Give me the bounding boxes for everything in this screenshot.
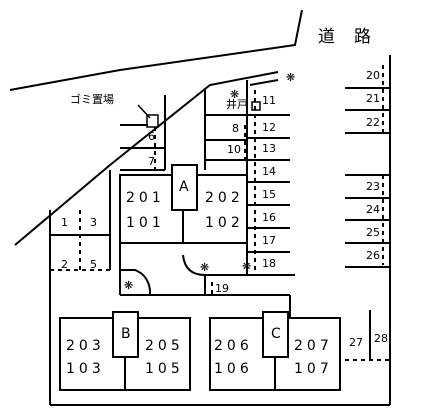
parking-block-right (345, 65, 390, 267)
road-label: 道 路 (318, 27, 372, 47)
parking-slot-26: 26 (366, 249, 380, 262)
building-c-id: C (271, 326, 281, 342)
parking-slot-25: 25 (366, 226, 380, 239)
room-201: 201 (126, 190, 165, 206)
parking-slot-15: 15 (262, 188, 276, 201)
parking-slot-18: 18 (262, 257, 276, 270)
road-edges (10, 10, 302, 245)
parking-slot-23: 23 (366, 180, 380, 193)
parking-slot-2: 2 (61, 258, 68, 271)
room-106: 106 (214, 361, 253, 377)
tree-icon: ❋ (230, 88, 239, 101)
parking-slot-10: 10 (227, 143, 241, 156)
parking-block-center (205, 80, 295, 295)
parking-slot-8: 8 (232, 122, 239, 135)
building-b-label-box (113, 312, 138, 357)
tree-icon: ❋ (242, 260, 251, 273)
parking-slot-21: 21 (366, 92, 380, 105)
road-edge-north (10, 10, 302, 90)
well (252, 102, 260, 110)
parking-block-6-7 (120, 125, 165, 170)
parking-slot-6: 6 (148, 130, 155, 143)
parking-slot-5: 5 (90, 258, 97, 271)
parking-divider (250, 80, 278, 85)
parking-slot-24: 24 (366, 203, 380, 216)
room-107: 107 (294, 361, 333, 377)
building-c-label-box (263, 312, 288, 357)
parking-slot-11: 11 (262, 94, 276, 107)
building-b (60, 312, 190, 390)
parking-slot-27: 27 (349, 336, 363, 349)
building-b-id: B (121, 326, 131, 342)
parking-slot-13: 13 (262, 142, 276, 155)
garbage-area-label: ゴミ置場 (70, 92, 114, 106)
courtyard-arc (120, 270, 150, 295)
parking-block-27-28 (345, 310, 390, 360)
building-a-label-box (172, 165, 197, 210)
garbage-area (147, 115, 158, 127)
parking-block-left (50, 170, 110, 270)
parking-numbers: 1 2 3 5 6 7 8 10 11 12 13 14 15 16 17 18… (61, 69, 388, 349)
room-101: 101 (126, 215, 165, 231)
garbage-pointer (138, 105, 150, 118)
room-102: 102 (205, 215, 244, 231)
boundary-lines (50, 55, 390, 405)
room-206: 206 (214, 338, 253, 354)
road-edge-diagonal (15, 72, 278, 245)
trees: ❋ ❋ ❋ ❋ ❋ (124, 71, 295, 292)
tree-icon: ❋ (200, 261, 209, 274)
building-a-id: A (179, 179, 189, 195)
parking-slot-16: 16 (262, 211, 276, 224)
room-203: 203 (66, 338, 105, 354)
parking-slot-3: 3 (90, 216, 97, 229)
room-103: 103 (66, 361, 105, 377)
room-202: 202 (205, 190, 244, 206)
parking-slot-20: 20 (366, 69, 380, 82)
parking-slot-14: 14 (262, 165, 276, 178)
room-207: 207 (294, 338, 333, 354)
parking-slot-22: 22 (366, 116, 380, 129)
room-205: 205 (145, 338, 184, 354)
building-c (205, 295, 340, 390)
parking-slot-17: 17 (262, 234, 276, 247)
tree-icon: ❋ (124, 279, 133, 292)
well-label: 井戸 (226, 97, 248, 111)
parking-slot-7: 7 (148, 155, 155, 168)
parking-slot-19: 19 (215, 282, 229, 295)
parking-slot-28: 28 (374, 332, 388, 345)
parking-slot-12: 12 (262, 121, 276, 134)
courtyard (120, 243, 205, 295)
tree-icon: ❋ (286, 71, 295, 84)
parking-slot-1: 1 (61, 216, 68, 229)
room-105: 105 (145, 361, 184, 377)
courtyard-arc-center (183, 255, 205, 275)
